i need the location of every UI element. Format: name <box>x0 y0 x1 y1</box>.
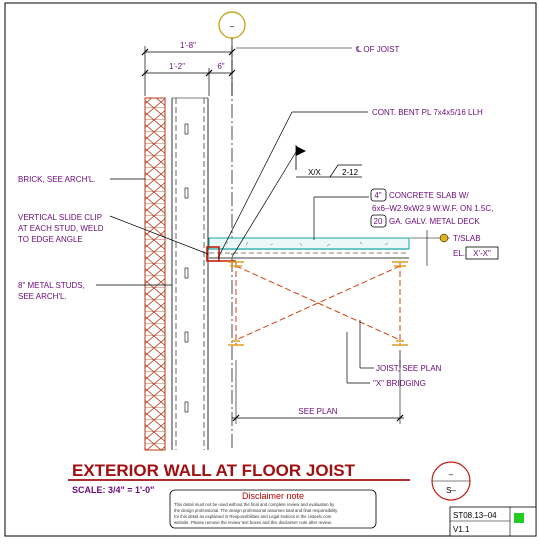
label-joist: JOIST, SEE PLAN <box>376 364 442 373</box>
label-concrete-num: 4" <box>374 191 381 200</box>
detail-scale: SCALE: 3/4" = 1'-0" <box>72 485 154 495</box>
dim-see-plan: SEE PLAN <box>298 407 337 416</box>
dim-wall: 1'-2" <box>169 62 185 71</box>
dimensions: 1'-8" 1'-2" 6" <box>141 41 236 96</box>
detail-title: EXTERIOR WALL AT FLOOR JOIST <box>72 461 356 480</box>
label-clip-1: VERTICAL SLIDE CLIP <box>18 213 102 222</box>
joist-bridging <box>228 261 408 346</box>
brick-wall <box>144 97 166 451</box>
label-studs-1: 8" METAL STUDS, <box>18 281 85 290</box>
label-slope: X/X <box>308 168 322 177</box>
dim-offset: 6" <box>217 62 224 71</box>
label-deck: GA. GALV. METAL DECK <box>389 217 480 226</box>
label-concrete-1: CONCRETE SLAB W/ <box>389 191 469 200</box>
disclaimer-line: website. Please remove the review text b… <box>174 520 332 525</box>
concrete-slab <box>208 237 410 259</box>
label-clip-3: TO EDGE ANGLE <box>18 235 83 244</box>
sheet-number: ST08.13–04 <box>453 511 497 520</box>
concrete-annotation: 4" CONCRETE SLAB W/ 6x6–W2.9xW2.9 W.W.F.… <box>313 188 493 240</box>
disclaimer-line: the design professional. The design prof… <box>174 508 338 513</box>
label-concrete-2: 6x6–W2.9xW2.9 W.W.F. ON 1.5C, <box>372 204 493 213</box>
see-plan-dimension: SEE PLAN <box>232 360 404 424</box>
detail-marker: – S– <box>431 461 471 501</box>
label-bridging: "X" BRIDGING <box>373 379 426 388</box>
status-indicator <box>514 513 524 523</box>
label-brick: BRICK, SEE ARCH'L. <box>18 175 96 184</box>
dim-overall: 1'-8" <box>180 41 196 50</box>
sheet-border <box>4 2 537 537</box>
tslab-annotation: T/SLAB EL. X'-X" <box>410 230 499 266</box>
label-bent-plate: CONT. BENT PL 7x4x5/16 LLH <box>372 108 483 117</box>
label-deck-num: 20 <box>374 217 383 226</box>
section-marker-top-label: – <box>230 22 235 31</box>
label-el-prefix: EL. <box>453 249 465 258</box>
label-clip-2: AT EACH STUD, WELD <box>18 224 104 233</box>
slope-annotation: X/X 2-12 <box>231 145 362 258</box>
label-centerline: ℄ OF JOIST <box>355 45 399 54</box>
bent-plate <box>206 246 236 262</box>
label-slope-ratio: 2-12 <box>342 168 359 177</box>
label-studs-2: SEE ARCH'L. <box>18 292 67 301</box>
sheet-number-box: ST08.13–04 V1.1 <box>449 506 537 537</box>
detail-marker-bottom: S– <box>446 486 456 495</box>
label-el-value: X'-X" <box>473 249 491 258</box>
label-tslab: T/SLAB <box>453 234 481 243</box>
sheet-version: V1.1 <box>453 525 470 534</box>
disclaimer-line: This detail must not be used without the… <box>174 502 335 507</box>
detail-marker-top: – <box>449 470 454 479</box>
disclaimer-box: Disclaimer note This detail must not be … <box>169 489 377 529</box>
disclaimer-title: Disclaimer note <box>242 491 304 501</box>
disclaimer-line: for this detail as explained in Responsi… <box>174 514 332 519</box>
section-marker-top: – <box>218 11 246 39</box>
metal-stud-wall <box>171 97 209 450</box>
